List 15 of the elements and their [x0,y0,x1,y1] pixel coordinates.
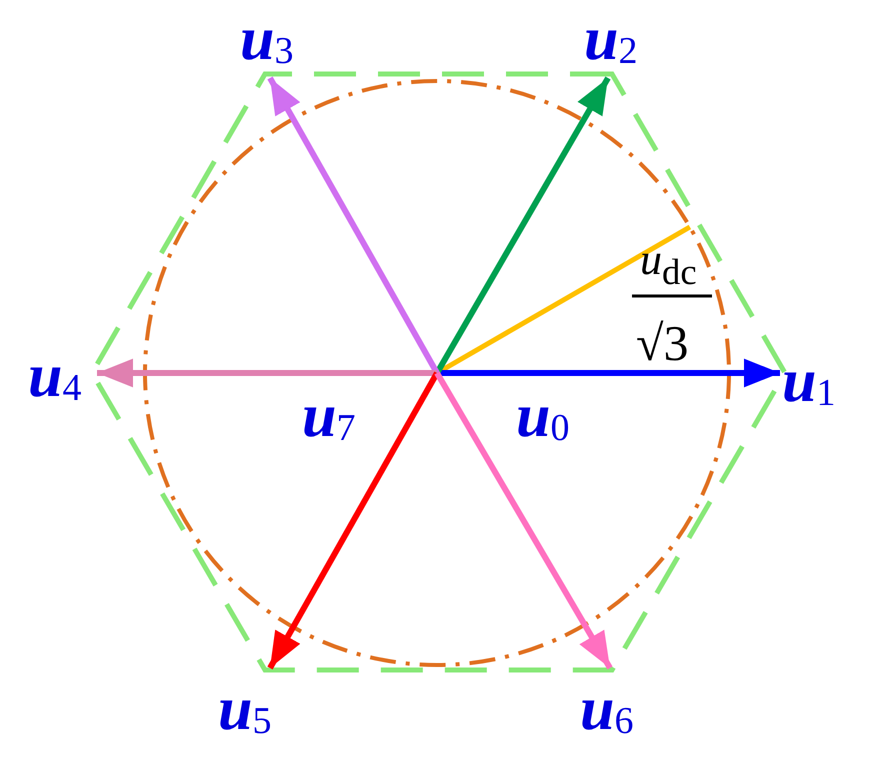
vector-arrow [434,371,613,670]
vector-label: u$_{7}$ [302,385,356,447]
vector-arrow [267,76,440,374]
vector-label: u$_{2}$ [584,8,638,70]
vector-label: u$_{6}$ [580,678,634,740]
magnitude-label: u$_{dc}$ [640,238,697,290]
vector-arrow [97,358,437,388]
vector-arrow [434,76,611,374]
vector-label: u$_{4}$ [28,345,82,407]
vector-arrow [267,372,440,670]
vector-label: u$_{3}$ [240,8,294,70]
vector-label: u$_{5}$ [218,678,272,740]
magnitude-label: √3 [636,318,688,368]
vector-label: u$_{1}$ [782,350,836,412]
vector-label: u$_{0}$ [516,385,570,447]
